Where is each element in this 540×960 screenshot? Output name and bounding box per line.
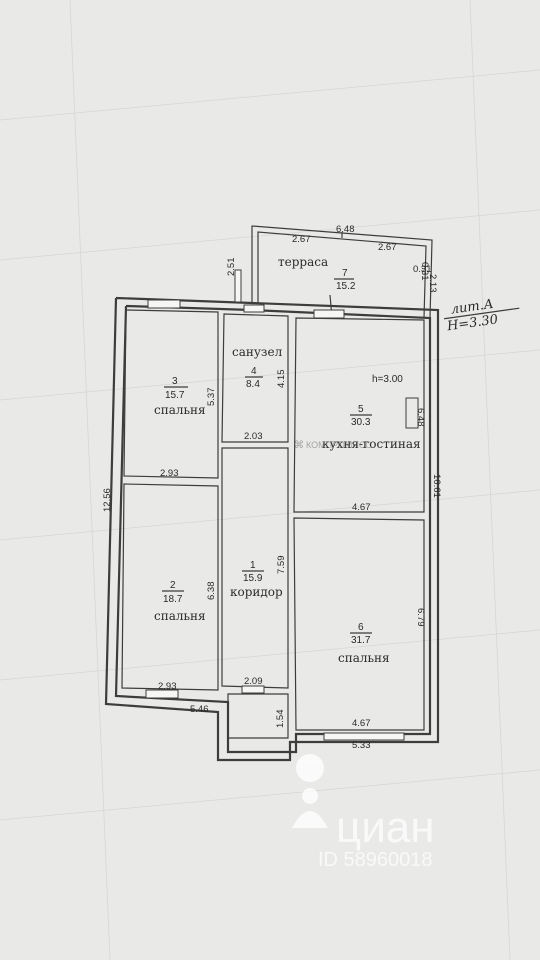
window-r2 [145, 689, 179, 699]
room-1-number: 1 [250, 560, 256, 571]
dim-r2-height: 6.38 [206, 582, 217, 601]
dim-overall-left: 12.56 [102, 488, 113, 512]
room-6-number: 6 [358, 622, 364, 633]
window-r6 [323, 732, 405, 741]
room-7-name: терраса [278, 255, 328, 269]
stamp-icon: ⌘ [294, 440, 304, 451]
dim-r1-width: 2.09 [244, 676, 263, 687]
room-7-number: 7 [342, 268, 348, 279]
cian-logo-icon [292, 754, 328, 828]
window-r1 [241, 685, 265, 694]
window-r5 [313, 309, 345, 319]
room-3-number: 3 [172, 376, 178, 387]
dim-terrace-top: 6.48 [336, 224, 355, 235]
dim-r3-width: 2.93 [160, 468, 179, 479]
room-1-area: 15.9 [243, 573, 263, 584]
company-stamp: ⌘ КОМПРОМИСС [294, 440, 372, 451]
room-5-name: кухня-гостиная [322, 437, 421, 451]
room-5-number: 5 [358, 404, 364, 415]
dim-r5-height: 6.48 [415, 408, 426, 427]
dim-r2-width: 2.93 [158, 681, 177, 692]
watermark: циан ID 58960018 [292, 754, 435, 871]
room-6-area: 31.7 [351, 635, 371, 646]
window-r4 [243, 304, 265, 313]
dim-porch-height: 1.54 [275, 710, 286, 729]
room-3-area: 15.7 [165, 390, 185, 401]
dim-terrace-right: 2.67 [378, 242, 397, 253]
room-2-number: 2 [170, 580, 176, 591]
windows [145, 269, 419, 741]
dim-terrace-right-height: 2.13 [427, 274, 438, 293]
dim-r4-height: 4.15 [276, 370, 287, 389]
room-4-area: 8.4 [246, 379, 260, 390]
dim-terrace-left: 2.67 [292, 234, 311, 245]
dimension-labels: 6.48 2.67 2.67 0.31 0.31 2.13 2.51 5.37 … [102, 224, 442, 751]
dim-r1-height: 7.59 [276, 556, 287, 575]
room-5-area: 30.3 [351, 417, 371, 428]
room-4-number: 4 [251, 366, 257, 377]
room-6-name: спальня [338, 651, 390, 665]
room-7-area: 15.2 [336, 281, 356, 292]
handwritten-annotation: лит.А H=3.30 [443, 297, 520, 334]
dim-bottom-left: 5.46 [190, 704, 209, 715]
dim-terrace-side-2: 0.31 [413, 264, 432, 275]
interior-walls [121, 309, 425, 739]
dim-overall-right: 16.61 [431, 474, 442, 498]
dim-r6-width: 4.67 [352, 718, 371, 729]
dim-r4-width: 2.03 [244, 431, 263, 442]
dim-terrace-side-1: 0.31 [419, 262, 430, 281]
dim-r6-height: 6.79 [415, 608, 426, 627]
room-4-name: санузел [232, 345, 283, 359]
watermark-id: ID 58960018 [318, 849, 433, 871]
annotation-line-2: H=3.30 [445, 312, 499, 334]
room-3-name: спальня [154, 403, 206, 417]
room-5-height: h=3.00 [372, 374, 403, 385]
door-terrace [234, 269, 242, 303]
dim-r3-height: 5.37 [206, 388, 217, 407]
room-2-name: спальня [154, 609, 206, 623]
dim-r5-width: 4.67 [352, 502, 371, 513]
annotation-line-1: лит.А [450, 297, 495, 318]
terrace-outline [251, 225, 433, 319]
dim-left-stub: 2.51 [226, 258, 237, 277]
door-r5-frame [405, 397, 419, 429]
watermark-brand: циан [336, 803, 435, 852]
room-labels: терраса 7 15.2 3 15.7 спальня санузел 4 … [154, 255, 421, 665]
window-r3 [147, 299, 181, 309]
room-2-area: 18.7 [163, 594, 183, 605]
room-1-name: коридор [230, 585, 283, 599]
dim-bottom-right: 5.33 [352, 740, 371, 751]
stamp-text: КОМПРОМИСС [306, 440, 372, 450]
